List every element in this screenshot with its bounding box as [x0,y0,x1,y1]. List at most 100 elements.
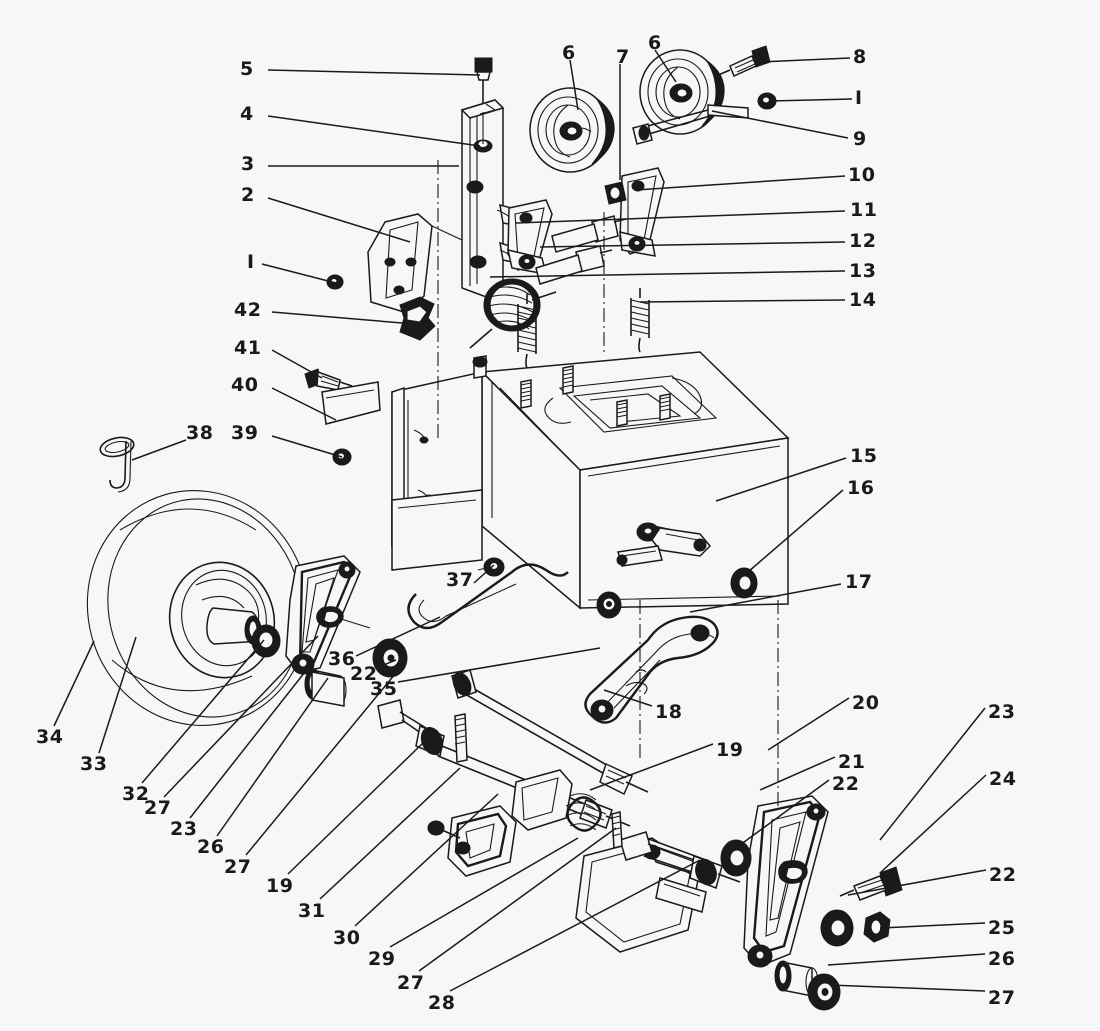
shaft-coil [565,793,602,832]
leader-line-37 [473,564,495,584]
callout-number-27: 27 [397,972,425,994]
leader-line-42 [271,311,415,325]
callout-number-20: 20 [852,692,880,714]
leader-line-34 [53,640,95,727]
leader-line-36 [355,616,441,657]
part-7-bushing [604,181,627,205]
leader-line-22 [375,659,397,669]
callout-number-6: 6 [648,32,662,54]
callout-number-23: 23 [988,701,1016,723]
callout-number-27: 27 [144,797,172,819]
callout-number-12: 12 [849,230,877,252]
part-35-rod [407,563,569,630]
part-8-bolt [715,45,771,78]
deck-studs [472,355,671,427]
part-38-hairpin-cotter [99,436,135,493]
leader-line-20 [767,697,850,751]
leader-line-13 [489,270,846,278]
part-13-rod [535,245,613,285]
callout-number-7: 7 [616,46,630,68]
part-12-rod [551,215,627,253]
part-10-arm [619,167,665,257]
leader-line-I [261,263,337,284]
callout-number-25: 25 [988,917,1016,939]
leader-line-28 [449,859,701,992]
right-linkage [584,522,758,724]
leader-line-8 [759,57,851,63]
leader-line-27 [829,984,986,992]
callout-number-6: 6 [562,42,576,64]
linkage-bar [616,527,712,567]
leader-line-I [769,98,853,102]
leader-line-26 [216,677,329,837]
leader-line-27 [163,635,319,798]
leader-line-35 [397,647,601,683]
leader-line-5 [267,69,481,76]
leader-line-22 [847,869,987,896]
leader-line-27 [245,667,401,856]
callout-number-18: 18 [655,701,683,723]
callout-number-19: 19 [716,739,744,761]
callout-number-11: 11 [850,199,878,221]
callout-number-I: I [855,87,863,109]
torsion-spring [469,278,557,349]
leader-line-6 [654,49,677,83]
leader-line-4 [267,115,481,147]
leader-line-26 [827,953,986,966]
callout-number-19: 19 [266,875,294,897]
callout-number-31: 31 [298,900,326,922]
leader-line-17 [689,583,842,613]
right-crank-plate [639,600,903,1011]
leader-line-31 [319,767,461,900]
left-crank-plate [285,555,371,675]
callout-number-26: 26 [197,836,225,858]
part-16-washer [730,567,758,599]
part-26-bushing [774,960,819,997]
leader-line-25 [879,922,986,929]
extension-spring-right [630,288,650,353]
main-housing [391,160,790,610]
callout-number-14: 14 [849,289,877,311]
leader-line-18 [603,689,653,707]
callout-number-8: 8 [853,46,867,68]
part-11-arm [507,199,553,275]
leader-line-11 [515,210,846,224]
callout-number-27: 27 [224,856,252,878]
callout-number-28: 28 [428,992,456,1014]
leader-line-6 [569,59,579,111]
callout-number-37: 37 [446,569,474,591]
linkage-arms [507,167,665,285]
leader-line-24 [879,774,987,874]
springs-group [469,278,650,369]
part-6-pulley-right [639,49,725,135]
part-40-flat-plate [321,381,381,425]
part-42-knob [399,296,436,341]
leader-line-41 [271,349,323,379]
callout-number-22: 22 [989,864,1017,886]
leader-line-9 [711,110,849,139]
callout-number-35: 35 [370,678,398,700]
callout-number-38: 38 [186,422,214,444]
leader-line-19 [589,743,714,791]
callout-number-4: 4 [240,103,254,125]
callout-number-2: 2 [241,184,255,206]
leader-line-27 [418,827,617,972]
chassis-bushing [596,591,622,619]
callout-number-21: 21 [838,751,866,773]
callout-number-17: 17 [845,571,873,593]
callout-number-15: 15 [850,445,878,467]
callout-number-33: 33 [80,753,108,775]
leader-line-10 [635,175,846,191]
callout-number-41: 41 [234,337,262,359]
part-31-rod [451,669,649,796]
leader-line-38 [131,439,187,461]
part-25-nut [863,911,891,943]
callout-number-34: 34 [36,726,64,748]
callout-number-22: 22 [350,663,378,685]
part-41-shoulder-bolt [304,368,353,391]
leader-line-33 [98,636,137,754]
leader-line-32 [141,639,265,784]
part-6-pulley-left [529,87,615,173]
callout-number-30: 30 [333,927,361,949]
callout-number-22: 22 [832,773,860,795]
